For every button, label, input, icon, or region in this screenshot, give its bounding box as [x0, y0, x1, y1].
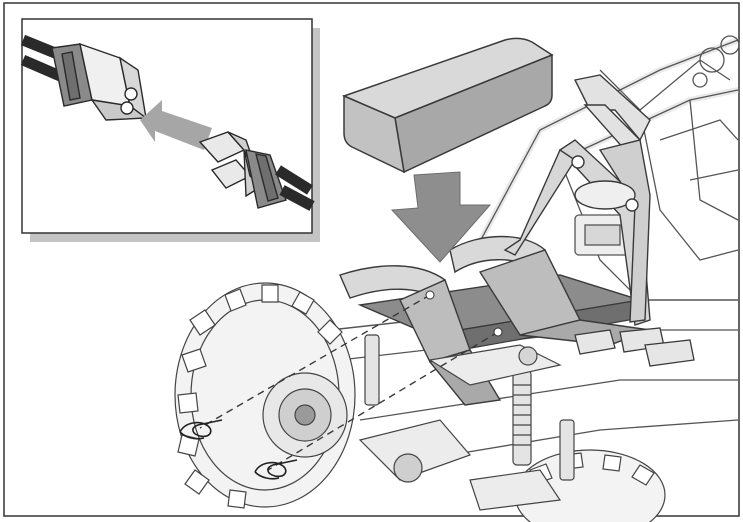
inset-connectors [20, 34, 315, 211]
front-suspension [358, 344, 562, 511]
clip-hole-front [425, 290, 435, 300]
battery-pack [341, 37, 554, 174]
insert-arrow [140, 100, 212, 150]
body-clip-front [179, 419, 223, 440]
strap-buckles [574, 327, 695, 367]
clip-leader-lines [199, 294, 499, 471]
shock-absorber [364, 334, 575, 481]
body-clip-rear [254, 459, 298, 480]
connector-plug [198, 131, 287, 209]
battery-holder-post [503, 74, 651, 326]
tire-front [174, 282, 356, 509]
connector-socket [51, 42, 148, 121]
cable-right [275, 165, 315, 211]
clip-hole-rear [493, 327, 503, 337]
down-arrow [390, 171, 492, 263]
